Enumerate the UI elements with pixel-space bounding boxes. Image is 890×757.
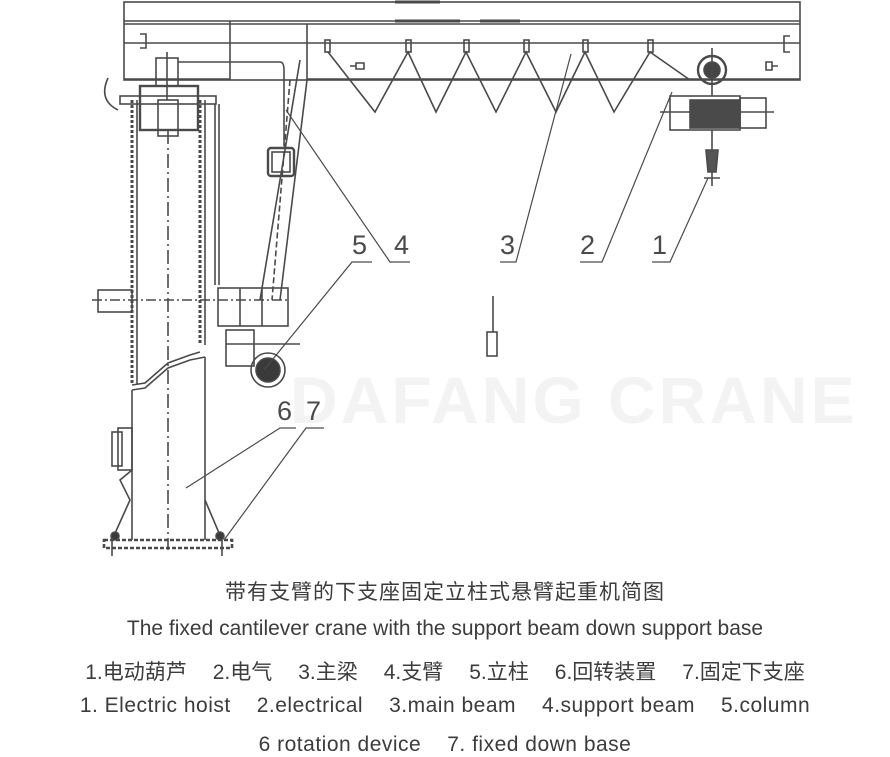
callout-4: 4 (394, 230, 410, 260)
buffer-icon (350, 62, 365, 70)
legend-item: 5.column (720, 694, 811, 717)
main-beam (123, 0, 801, 81)
legend-item: 7.固定下支座 (682, 661, 805, 684)
legend-item: 1. Electric hoist (79, 694, 231, 717)
leader-lines (185, 53, 709, 541)
watermark: DAFANG CRANE (290, 363, 858, 437)
legend-item: 6.回转装置 (554, 661, 657, 684)
fixed-base (102, 427, 234, 556)
legend-item: 2.electrical (256, 694, 364, 717)
legend-item: 6 rotation device (258, 733, 422, 756)
callout-1: 1 (652, 230, 668, 260)
pivot-pin (97, 289, 133, 313)
callout-2: 2 (580, 230, 596, 260)
legend-chinese: 1.电动葫芦 2.电气 3.主梁 4.支臂 5.立柱 6.回转装置 7.固定下支… (0, 656, 890, 686)
legend-english-row-2: 6 rotation device 7. fixed down base (0, 733, 890, 757)
legend-item: 3.main beam (389, 694, 517, 717)
control-pendant (486, 296, 498, 357)
festoon-cable (324, 39, 691, 114)
callout-7: 7 (306, 396, 322, 426)
callout-6: 6 (277, 396, 293, 426)
crane-drawing (92, 0, 801, 556)
legend-item: 7. fixed down base (447, 733, 632, 756)
legend-item: 4.support beam (542, 694, 695, 717)
title-english: The fixed cantilever crane with the supp… (126, 617, 764, 640)
legend-item: 1.电动葫芦 (85, 661, 187, 684)
column (130, 100, 220, 550)
rotation-device (217, 287, 300, 388)
callout-5: 5 (352, 230, 368, 260)
support-beam (259, 59, 308, 301)
electric-hoist (660, 48, 774, 186)
callout-3: 3 (500, 230, 516, 260)
end-stop-right (783, 35, 790, 53)
title-chinese: 带有支臂的下支座固定立柱式悬臂起重机简图 (225, 580, 665, 604)
legend-item: 4.支臂 (383, 661, 444, 684)
legend-item: 5.立柱 (469, 661, 529, 684)
legend-english-row-1: 1. Electric hoist 2.electrical 3.main be… (0, 694, 890, 718)
buffer-icon (765, 61, 778, 71)
end-stop-left (140, 33, 147, 49)
legend-item: 2.电气 (212, 661, 273, 684)
legend-item: 3.主梁 (298, 661, 358, 684)
